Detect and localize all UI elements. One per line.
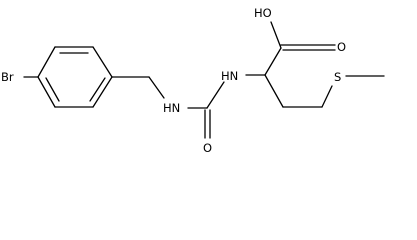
- bond-ring-4: [92, 76, 113, 108]
- bond-ring-double-3: [45, 77, 60, 102]
- bonds: [23, 21, 385, 139]
- atom-s: S: [334, 70, 341, 84]
- bond-ring-double-2: [89, 77, 106, 102]
- bond-gamma-s: [321, 85, 333, 108]
- structure-diagram: Br HN O HN HO O S: [1, 6, 385, 155]
- atom-oh: HO: [254, 6, 272, 20]
- atom-o-acid: O: [337, 40, 346, 54]
- bond-alpha-carboxyl: [264, 47, 282, 76]
- bond-alpha-beta: [264, 74, 284, 108]
- bond-ring-6: [37, 76, 56, 108]
- atom-labels: Br HN O HN HO O S: [1, 6, 346, 155]
- bond-ring-1: [37, 46, 56, 78]
- bond-ch2-n: [148, 76, 165, 99]
- atom-br: Br: [1, 70, 14, 84]
- bond-c-urea-n: [206, 81, 225, 109]
- bond-ring-3: [92, 46, 113, 78]
- atom-o-urea: O: [203, 141, 212, 155]
- bond-carboxyl-oh: [270, 21, 282, 49]
- atom-nh-benzyl: HN: [163, 101, 180, 115]
- atom-nh-alpha: HN: [221, 69, 238, 83]
